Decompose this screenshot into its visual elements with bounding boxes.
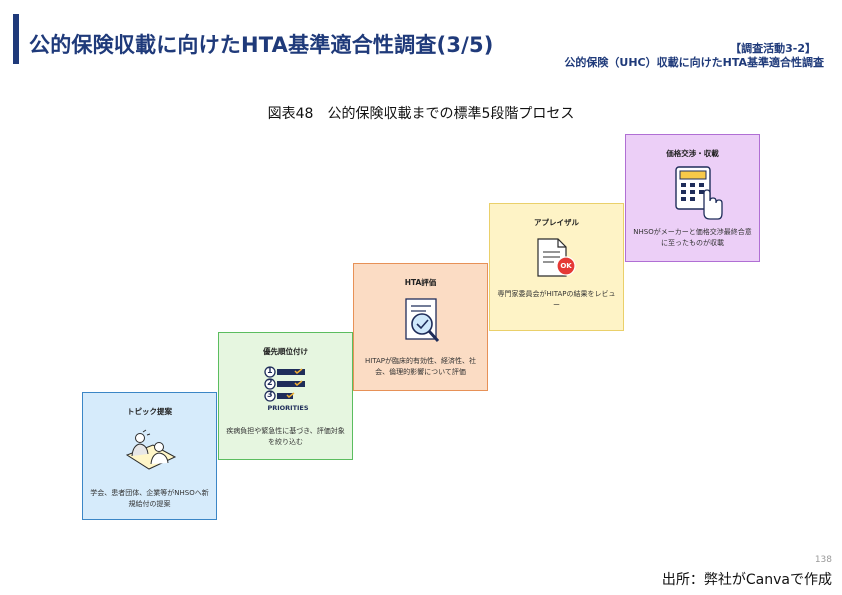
source-note: 出所：弊社がCanvaで作成 (661, 572, 832, 588)
page-subtitle: 公的保険（UHC）収載に向けたHTA基準適合性調査 (564, 56, 824, 69)
ok-badge-text: OK (560, 262, 572, 270)
activity-badge: 【調査活動3-2】 (730, 42, 816, 55)
title-accent-bar (13, 14, 19, 64)
calculator-hand-icon (675, 166, 723, 220)
step-description: 学会、患者団体、企業等がNHSOへ新規給付の提案 (90, 489, 209, 508)
priority-number-3: 3 (267, 390, 273, 399)
meeting-people-icon (125, 429, 177, 470)
step-description: NHSOがメーカーと価格交渉最終合意に至ったものが収載 (633, 228, 752, 247)
step-description: 疾病負担や緊急性に基づき、評価対象を絞り込む (226, 427, 345, 446)
step-heading: HTA評価 (404, 278, 437, 287)
step-price-negotiation-listing: 価格交渉・収載 NHSOがメーカーと価格交渉最終合意に至ったものが収載 (625, 134, 760, 262)
step-prioritization: 優先順位付け 1 2 3 PRIORITIES 疾病負担や緊急性に基づき、評価対… (218, 332, 353, 460)
step-heading: 優先順位付け (263, 347, 308, 356)
priority-number-1: 1 (267, 366, 273, 375)
step-topic-proposal: トピック提案 学会、患者団体、企業等がNHSOへ新規給付の提案 (82, 392, 217, 520)
ok-document-icon: OK (534, 236, 580, 280)
step-description: 専門家委員会がHITAPの結果をレビュー (497, 290, 616, 309)
step-heading: トピック提案 (127, 407, 172, 416)
step-appraisal: アプレイザル OK 専門家委員会がHITAPの結果をレビュー (489, 203, 624, 331)
priorities-checklist-icon: 1 2 3 PRIORITIES (263, 366, 313, 412)
figure-title: 図表48 公的保険収載までの標準5段階プロセス (267, 106, 575, 122)
priorities-caption: PRIORITIES (267, 404, 309, 412)
document-magnifier-icon (405, 298, 440, 343)
step-heading: アプレイザル (534, 218, 579, 227)
step-description: HITAPが臨床的有効性、経済性、社会、倫理的影響について評価 (364, 357, 477, 376)
step-hta-evaluation: HTA評価 HITAPが臨床的有効性、経済性、社会、倫理的影響について評価 (353, 263, 488, 391)
page-title: 公的保険収載に向けたHTA基準適合性調査(3/5) (29, 33, 494, 57)
priority-number-2: 2 (267, 378, 273, 387)
page-number: 138 (814, 555, 832, 565)
step-heading: 価格交渉・収載 (666, 149, 719, 158)
